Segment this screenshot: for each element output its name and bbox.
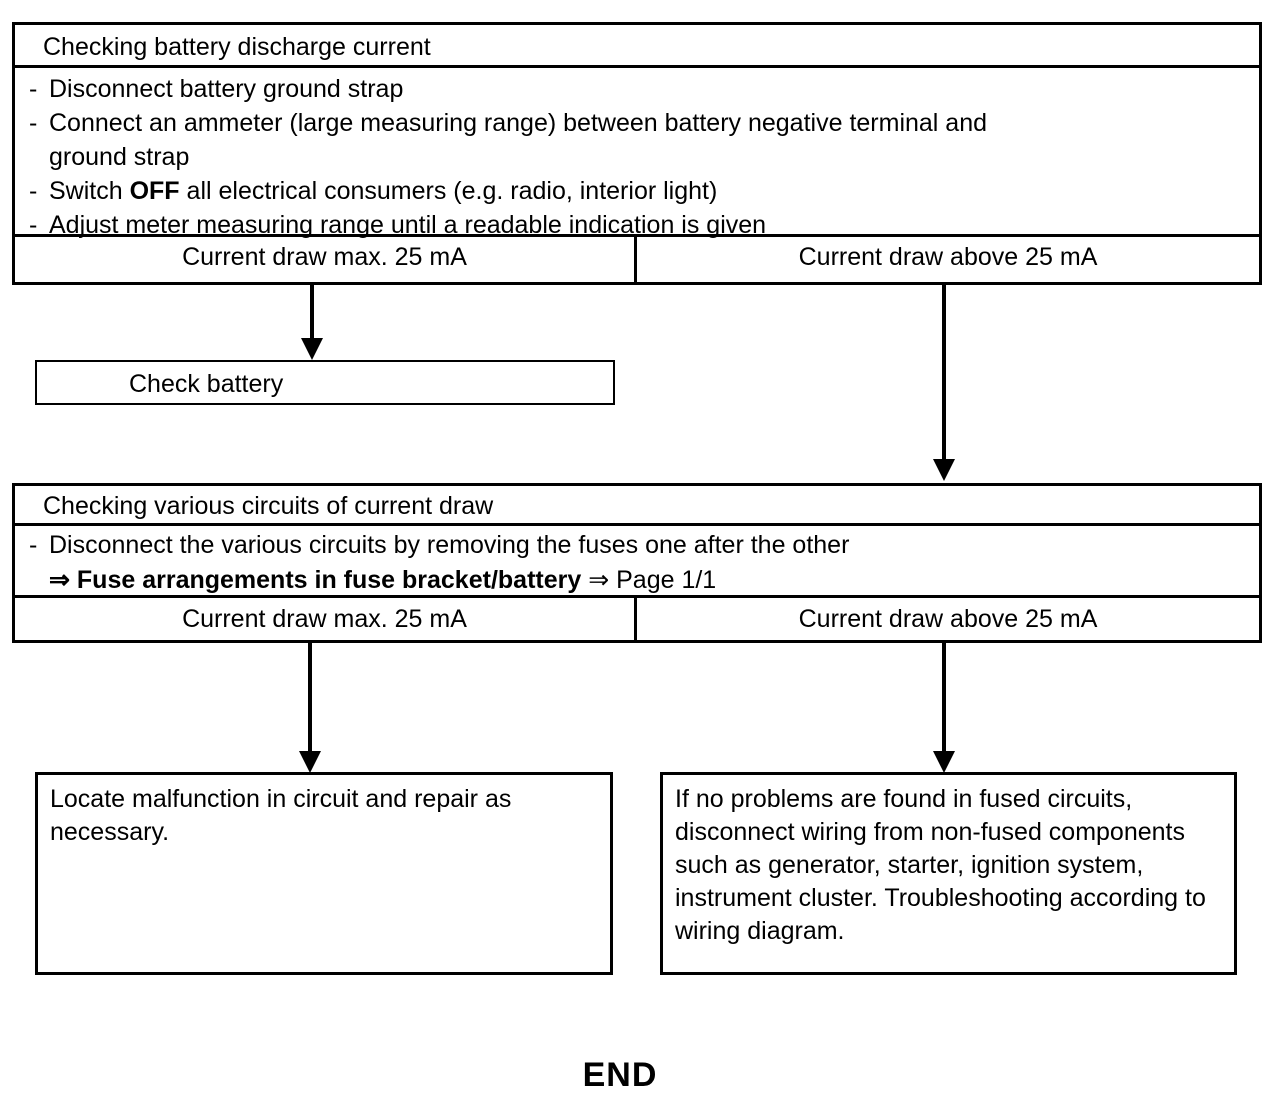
double-arrow-icon: ⇒ <box>588 566 610 594</box>
result-right-text: If no problems are found in fused circui… <box>675 785 1206 945</box>
step2-outcome-left: Current draw max. 25 mA <box>15 598 637 640</box>
step1-bullet-3: - Switch OFF all electrical consumers (e… <box>29 174 1245 208</box>
arrow-step2-to-result-left <box>299 643 321 773</box>
step2-header-text: Checking various circuits of current dra… <box>43 492 494 520</box>
end-label: END <box>582 1056 658 1094</box>
step1-bullet-2-continuation: ground strap <box>49 143 190 171</box>
step2-outcome-row: Current draw max. 25 mA Current draw abo… <box>15 598 1259 640</box>
arrow-shaft <box>308 643 312 753</box>
arrow-shaft <box>310 285 314 340</box>
step2-box: Checking various circuits of current dra… <box>12 483 1262 643</box>
step1-bullet-1-text: Disconnect battery ground strap <box>49 75 404 103</box>
bullet-dash-icon: - <box>29 211 38 239</box>
arrow-head-icon <box>299 751 321 773</box>
step1-bullet-3-text: Switch OFF all electrical consumers (e.g… <box>49 174 1245 208</box>
step2-instructions-row: - Disconnect the various circuits by rem… <box>15 526 1259 598</box>
arrow-step1-to-check-battery <box>301 285 323 360</box>
check-battery-label: Check battery <box>129 370 284 398</box>
bullet-dash-icon: - <box>29 531 38 559</box>
step1-bullet-list: - Disconnect battery ground strap - Conn… <box>15 68 1259 250</box>
bullet-dash-icon: - <box>29 75 38 103</box>
arrow-step1-to-step2 <box>933 285 955 481</box>
step1-instructions-row: - Disconnect battery ground strap - Conn… <box>15 68 1259 239</box>
step2-reference-title: Fuse arrangements in fuse bracket/batter… <box>76 566 582 594</box>
bullet-dash-icon: - <box>29 109 38 137</box>
step2-cross-reference: ⇒ Fuse arrangements in fuse bracket/batt… <box>29 562 1245 598</box>
step1-bullet-3-post: all electrical consumers (e.g. radio, in… <box>179 177 718 205</box>
step1-outcome-right: Current draw above 25 mA <box>798 243 1098 271</box>
arrow-step2-to-result-right <box>933 643 955 773</box>
step1-box: Checking battery discharge current - Dis… <box>12 22 1262 285</box>
arrow-head-icon <box>933 459 955 481</box>
step1-outcome-row: Current draw max. 25 mA Current draw abo… <box>15 237 1259 282</box>
step1-bullet-4: - Adjust meter measuring range until a r… <box>29 208 1245 242</box>
step2-outcome-right: Current draw above 25 mA <box>798 605 1098 633</box>
arrow-head-icon <box>933 751 955 773</box>
result-left-box: Locate malfunction in circuit and repair… <box>35 772 613 975</box>
step1-outcome-left: Current draw max. 25 mA <box>15 237 637 282</box>
step2-bullet-list: - Disconnect the various circuits by rem… <box>15 526 1259 606</box>
step2-bullet-1-text: Disconnect the various circuits by remov… <box>49 531 850 559</box>
result-right-box: If no problems are found in fused circui… <box>660 772 1237 975</box>
step2-reference-page: Page 1/1 <box>616 566 717 594</box>
step1-bullet-3-pre: Switch <box>49 177 130 205</box>
step1-bullet-4-text: Adjust meter measuring range until a rea… <box>49 211 767 239</box>
step1-header-text: Checking battery discharge current <box>43 33 431 61</box>
step1-bullet-2-text: Connect an ammeter (large measuring rang… <box>49 109 988 137</box>
double-arrow-icon: ⇒ <box>49 566 70 594</box>
step1-header-row: Checking battery discharge current <box>15 25 1259 68</box>
arrow-shaft <box>942 285 946 461</box>
step1-bullet-1: - Disconnect battery ground strap <box>29 72 1245 106</box>
result-left-text: Locate malfunction in circuit and repair… <box>50 785 512 846</box>
step2-header-row: Checking various circuits of current dra… <box>15 486 1259 526</box>
step2-bullet-1: - Disconnect the various circuits by rem… <box>29 528 1245 562</box>
step1-bullet-3-emphasis: OFF <box>129 177 180 205</box>
arrow-shaft <box>942 643 946 753</box>
arrow-head-icon <box>301 338 323 360</box>
step1-bullet-2: - Connect an ammeter (large measuring ra… <box>29 106 1245 140</box>
check-battery-box: Check battery <box>35 360 615 405</box>
bullet-dash-icon: - <box>29 177 38 205</box>
